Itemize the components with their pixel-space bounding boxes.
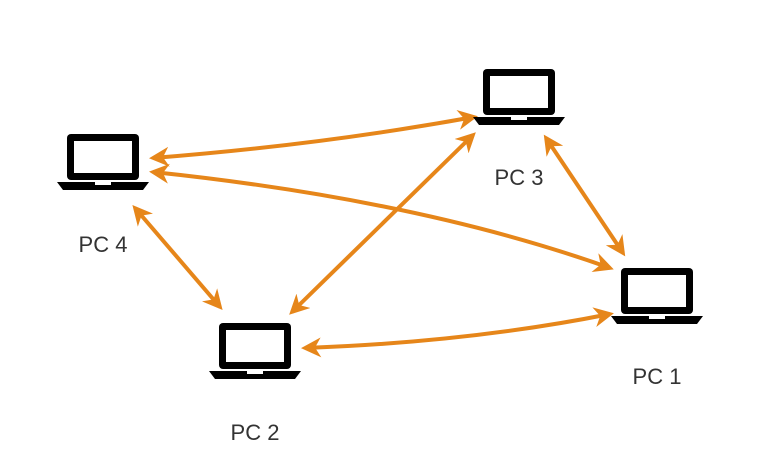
- nodes-layer: PC 1 PC 2 PC 3 PC 4: [57, 69, 703, 445]
- node-label: PC 3: [495, 165, 544, 190]
- edge-pc4-pc3: [149, 110, 478, 167]
- laptop-icon: [209, 323, 301, 379]
- edge-pc2-pc1: [301, 307, 614, 358]
- edge-pc3-pc1: [543, 134, 626, 257]
- edges-layer: [132, 110, 626, 358]
- laptop-icon: [473, 69, 565, 125]
- node-pc1[interactable]: PC 1: [611, 268, 703, 389]
- edge-pc3-pc2: [289, 132, 476, 315]
- node-label: PC 2: [231, 420, 280, 445]
- node-label: PC 1: [633, 364, 682, 389]
- laptop-icon: [611, 268, 703, 324]
- node-pc3[interactable]: PC 3: [473, 69, 565, 190]
- node-pc4[interactable]: PC 4: [57, 134, 149, 257]
- edge-pc4-pc2: [132, 204, 223, 311]
- laptop-icon: [57, 134, 149, 190]
- node-label: PC 4: [79, 232, 128, 257]
- node-pc2[interactable]: PC 2: [209, 323, 301, 445]
